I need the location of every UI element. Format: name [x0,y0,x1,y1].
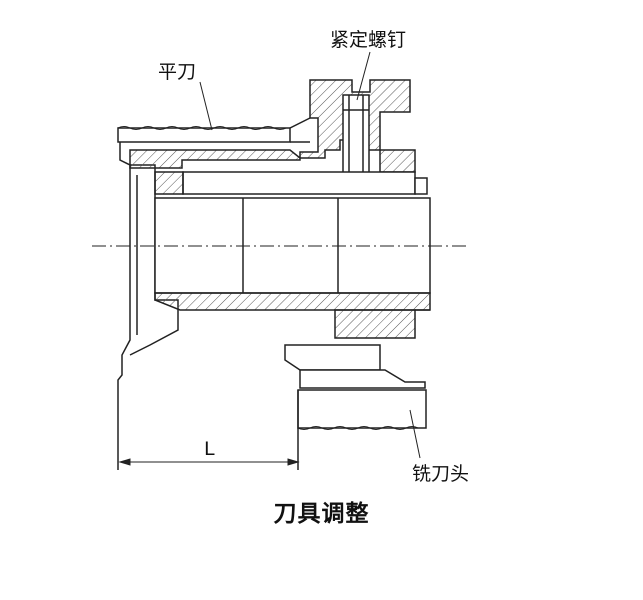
flat-knife [117,117,311,143]
lower-block [334,309,430,339]
milling-head [284,344,427,470]
leader-lines [199,51,421,459]
milling-head-label: 铣刀头 [412,463,469,485]
set-screw-label: 紧定螺钉 [330,29,406,51]
spindle-bore [154,197,431,311]
set-screw [342,94,370,176]
figure-caption: 刀具调整 [273,501,370,527]
flat-knife-label: 平刀 [158,61,196,83]
dimension-label: L [204,438,215,460]
dimension-l [118,458,300,466]
upper-body [129,79,416,173]
slide-plate [154,171,428,195]
